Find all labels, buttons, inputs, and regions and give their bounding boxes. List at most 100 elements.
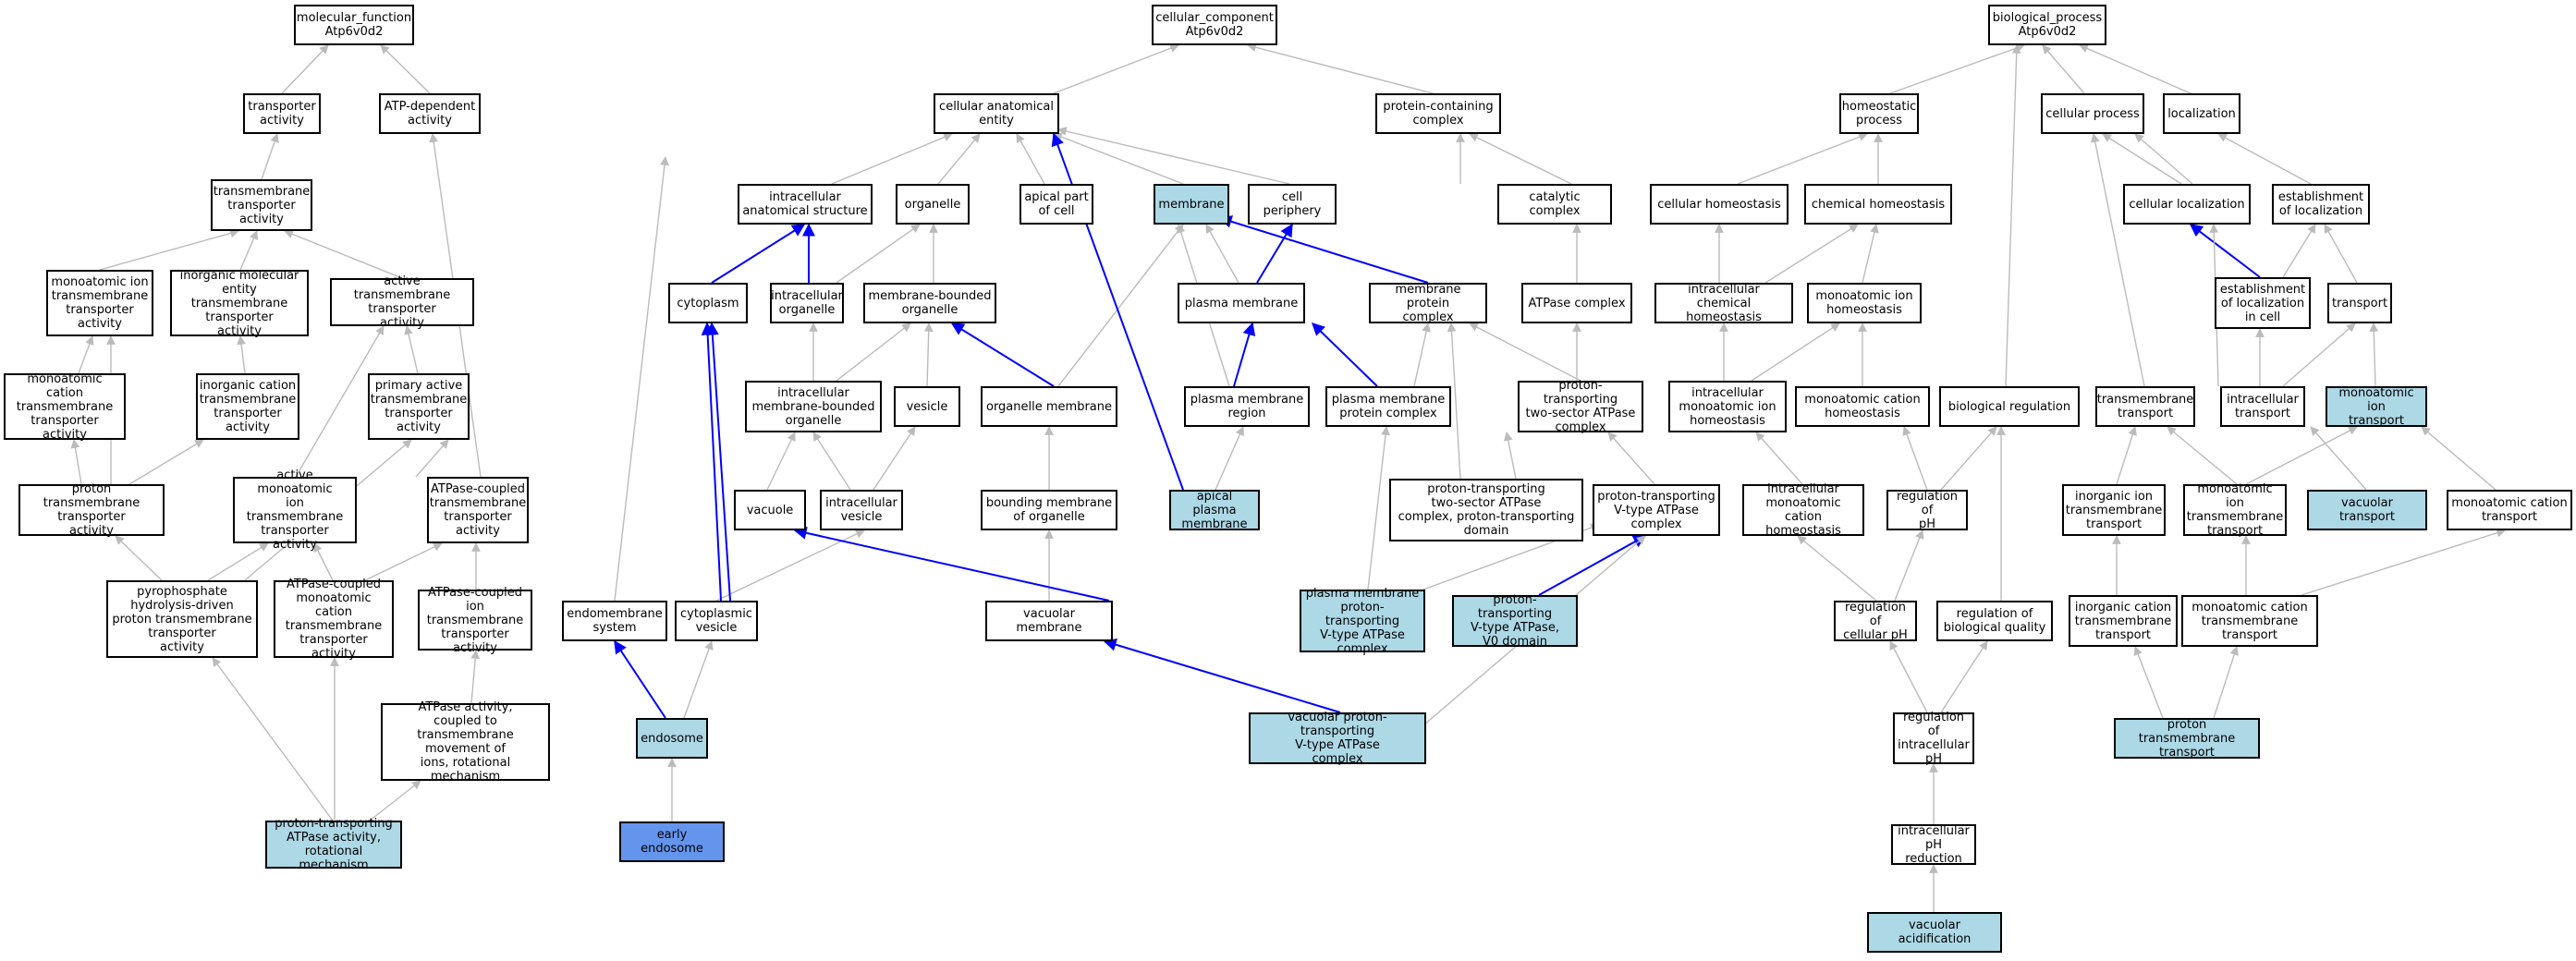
edge: [1755, 432, 1803, 485]
edge: [1413, 322, 1431, 387]
node-biological-process[interactable]: biological_process Atp6v0d2: [1988, 5, 2106, 45]
node-monoatomic-cation-tm-transport[interactable]: monoatomic cation transmembrane transpor…: [2181, 595, 2318, 647]
node-intracellular-monoatomic-ion-homeostasis[interactable]: intracellular monoatomic ion homeostasis: [1668, 381, 1787, 432]
edge: [2324, 224, 2358, 284]
node-endomembrane-system[interactable]: endomembrane system: [562, 601, 667, 641]
node-homeostatic-process[interactable]: homeostatic process: [1839, 93, 1919, 134]
node-organelle[interactable]: organelle: [896, 184, 970, 225]
edge: [369, 780, 421, 821]
node-bounding-membrane-of-organelle[interactable]: bounding membrane of organelle: [981, 490, 1117, 530]
node-intracellular-anatomical-structure[interactable]: intracellular anatomical structure: [738, 184, 873, 225]
node-organelle-membrane[interactable]: organelle membrane: [981, 386, 1117, 427]
edge: [836, 224, 921, 284]
node-monoatomic-ion-tm-transport[interactable]: monoatomic ion transmembrane transport: [2183, 482, 2287, 538]
node-cellular-homeostasis[interactable]: cellular homeostasis: [1650, 184, 1789, 225]
node-atpase-coupled-monoatomic-cation[interactable]: ATPase-coupled monoatomic cation transme…: [274, 578, 394, 661]
node-monoatomic-cation-homeostasis[interactable]: monoatomic cation homeostasis: [1795, 386, 1930, 427]
edge-highlighted: [1311, 322, 1378, 387]
edge: [873, 426, 916, 491]
node-membrane[interactable]: membrane: [1154, 184, 1229, 225]
edge-highlighted: [614, 639, 666, 719]
node-intracellular-chemical-homeostasis[interactable]: intracellular chemical homeostasis: [1654, 283, 1793, 324]
node-vacuole[interactable]: vacuole: [734, 490, 806, 530]
node-cellular-component[interactable]: cellular_component Atp6v0d2: [1152, 5, 1277, 45]
node-vesicle[interactable]: vesicle: [894, 386, 960, 427]
node-vacuolar-transport[interactable]: vacuolar transport: [2307, 490, 2427, 530]
node-atpase-rotational-mechanism[interactable]: ATPase activity, coupled to transmembran…: [381, 700, 550, 784]
graph-edges: [70, 43, 2506, 912]
node-intracellular-membrane-bounded-organelle[interactable]: intracellular membrane-bounded organelle: [745, 381, 882, 432]
node-inorganic-cation-tm-transport[interactable]: inorganic cation transmembrane transport: [2069, 595, 2178, 647]
node-proton-transmembrane-transport[interactable]: proton transmembrane transport: [2114, 718, 2260, 760]
node-vacuolar-membrane[interactable]: vacuolar membrane: [985, 601, 1113, 641]
node-atp-dependent-activity[interactable]: ATP-dependent activity: [379, 93, 481, 134]
node-early-endosome[interactable]: early endosome: [619, 821, 725, 862]
node-active-monoatomic-ion-tm[interactable]: active monoatomic ion transmembrane tran…: [233, 468, 357, 552]
node-monoatomic-ion-tm-transporter[interactable]: monoatomic ion transmembrane transporter…: [46, 270, 153, 336]
node-proton-atpase-rotational[interactable]: proton-transporting ATPase activity, rot…: [265, 817, 402, 872]
node-intracellular-monoatomic-cation-homeostasis[interactable]: intracellular monoatomic cation homeosta…: [1742, 482, 1864, 538]
node-monoatomic-ion-homeostasis[interactable]: monoatomic ion homeostasis: [1807, 283, 1922, 323]
node-cytoplasm[interactable]: cytoplasm: [668, 283, 748, 323]
node-atpase-complex[interactable]: ATPase complex: [1521, 283, 1632, 323]
node-establishment-of-localization[interactable]: establishment of localization: [2272, 184, 2370, 225]
node-proton-transporting-two-sector[interactable]: proton-transporting two-sector ATPase co…: [1518, 379, 1643, 434]
node-cytoplasmic-vesicle[interactable]: cytoplasmic vesicle: [675, 601, 758, 641]
node-apical-plasma-membrane[interactable]: apical plasma membrane: [1169, 490, 1260, 531]
node-establishment-localization-in-cell[interactable]: establishment of localization in cell: [2215, 277, 2311, 329]
node-transmembrane-transport[interactable]: transmembrane transport: [2095, 386, 2195, 427]
node-intracellular-organelle[interactable]: intracellular organelle: [770, 283, 844, 323]
edge: [1607, 432, 1655, 485]
edge-highlighted: [1538, 535, 1647, 596]
node-atpase-coupled-ion-tm[interactable]: ATPase-coupled ion transmembrane transpo…: [418, 586, 532, 655]
edge: [1057, 224, 1184, 387]
node-intracellular-ph-reduction[interactable]: intracellular pH reduction: [1891, 824, 1976, 866]
node-regulation-of-intracellular-ph[interactable]: regulation of intracellular pH: [1893, 711, 1974, 766]
node-v-type-atpase-v0-domain[interactable]: proton-transporting V-type ATPase, V0 do…: [1452, 593, 1578, 649]
node-transport[interactable]: transport: [2327, 283, 2392, 323]
edge: [937, 133, 981, 185]
node-intracellular-transport[interactable]: intracellular transport: [2220, 386, 2305, 427]
node-proton-tm-transporter-activity[interactable]: proton transmembrane transporter activit…: [18, 482, 165, 538]
node-inorganic-molecular-entity-tm[interactable]: inorganic molecular entity transmembrane…: [170, 269, 309, 338]
node-active-tm-transporter[interactable]: active transmembrane transporter activit…: [330, 274, 474, 330]
node-apical-part-of-cell[interactable]: apical part of cell: [1019, 184, 1093, 225]
node-regulation-of-cellular-ph[interactable]: regulation of cellular pH: [1834, 601, 1917, 642]
node-plasma-membrane-region[interactable]: plasma membrane region: [1184, 386, 1310, 427]
node-cellular-anatomical-entity[interactable]: cellular anatomical entity: [934, 93, 1059, 134]
edge: [1053, 132, 1184, 185]
node-vacuolar-acidification[interactable]: vacuolar acidification: [1867, 912, 2002, 953]
node-plasma-membrane[interactable]: plasma membrane: [1178, 283, 1305, 323]
node-inorganic-cation-tm-transporter[interactable]: inorganic cation transmembrane transport…: [196, 373, 299, 440]
node-v-type-atpase-complex[interactable]: proton-transporting V-type ATPase comple…: [1593, 484, 1720, 536]
node-regulation-of-ph[interactable]: regulation of pH: [1886, 490, 1968, 531]
node-atpase-coupled-tm-transporter[interactable]: ATPase-coupled transmembrane transporter…: [427, 477, 529, 543]
node-regulation-of-biological-quality[interactable]: regulation of biological quality: [1936, 601, 2053, 641]
node-vacuolar-v-type-atpase-complex[interactable]: vacuolar proton-transporting V-type ATPa…: [1249, 711, 1426, 766]
node-transmembrane-transporter-activity[interactable]: transmembrane transporter activity: [211, 179, 312, 231]
node-chemical-homeostasis[interactable]: chemical homeostasis: [1804, 184, 1952, 225]
node-pyrophosphate-proton-tm[interactable]: pyrophosphate hydrolysis-driven proton t…: [106, 580, 258, 658]
node-cellular-process[interactable]: cellular process: [2041, 93, 2144, 134]
node-cell-periphery[interactable]: cell periphery: [1248, 184, 1337, 225]
node-monoatomic-ion-transport[interactable]: monoatomic ion transport: [2326, 386, 2427, 428]
node-two-sector-proton-domain[interactable]: proton-transporting two-sector ATPase co…: [1389, 479, 1583, 541]
node-cellular-localization[interactable]: cellular localization: [2123, 184, 2251, 225]
node-localization[interactable]: localization: [2163, 93, 2240, 134]
node-membrane-bounded-organelle[interactable]: membrane-bounded organelle: [863, 283, 996, 323]
node-membrane-protein-complex[interactable]: membrane protein complex: [1369, 283, 1487, 324]
node-catalytic-complex[interactable]: catalytic complex: [1497, 184, 1612, 225]
edge: [1016, 133, 1045, 185]
node-molecular-function[interactable]: molecular_function Atp6v0d2: [294, 5, 414, 45]
node-protein-containing-complex[interactable]: protein-containing complex: [1375, 93, 1501, 134]
node-monoatomic-cation-tm-transporter[interactable]: monoatomic cation transmembrane transpor…: [4, 372, 126, 442]
node-primary-active-tm-transporter[interactable]: primary active transmembrane transporter…: [368, 373, 470, 440]
node-intracellular-vesicle[interactable]: intracellular vesicle: [820, 490, 903, 530]
node-monoatomic-cation-transport[interactable]: monoatomic cation transport: [2447, 490, 2572, 530]
node-biological-regulation[interactable]: biological regulation: [1939, 386, 2080, 427]
node-plasma-membrane-protein-complex[interactable]: plasma membrane protein complex: [1325, 386, 1451, 427]
node-inorganic-ion-tm-transport[interactable]: inorganic ion transmembrane transport: [2062, 484, 2166, 536]
node-pm-v-type-atpase-complex[interactable]: plasma membrane proton-transporting V-ty…: [1300, 587, 1425, 656]
node-transporter-activity[interactable]: transporter activity: [243, 93, 321, 134]
node-endosome[interactable]: endosome: [636, 718, 708, 759]
